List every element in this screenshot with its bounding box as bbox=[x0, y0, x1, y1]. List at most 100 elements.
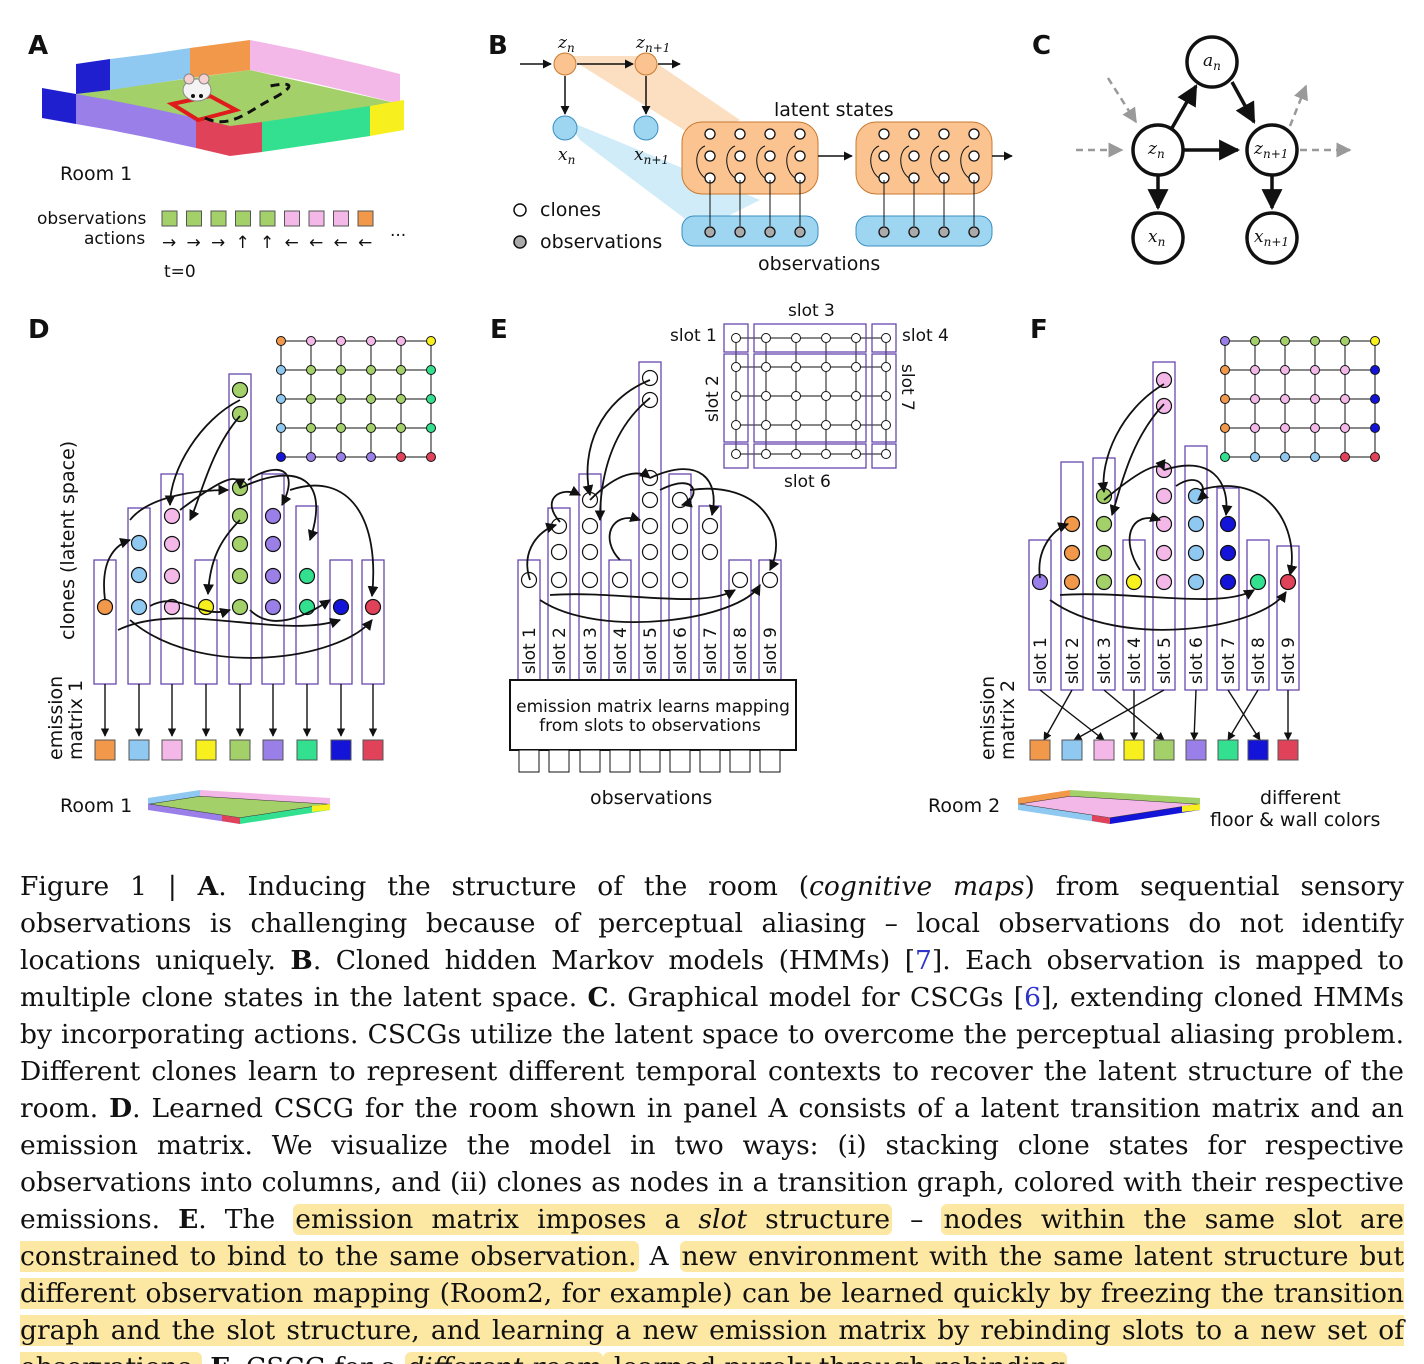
observation-square bbox=[259, 210, 276, 227]
clone-node bbox=[794, 128, 806, 140]
slot-box bbox=[723, 323, 749, 353]
caption-text: . CSCG for a bbox=[229, 1352, 405, 1364]
slot-box bbox=[871, 353, 897, 443]
d-clone-columns bbox=[93, 373, 385, 685]
grid-node bbox=[1340, 394, 1350, 404]
clone-node bbox=[671, 571, 689, 589]
action-arrow: ← bbox=[309, 233, 323, 253]
slot-label: slot 2 bbox=[550, 627, 570, 674]
clone-node bbox=[968, 128, 980, 140]
caption-text: ) from sequential sensory observations i… bbox=[20, 871, 1404, 976]
d-transition-grid bbox=[276, 336, 436, 462]
grid-node bbox=[1340, 336, 1350, 346]
grid-node bbox=[1280, 423, 1290, 433]
slot-box bbox=[723, 353, 749, 443]
clone-node bbox=[704, 150, 716, 162]
clone-node bbox=[1063, 573, 1081, 591]
c-xn: xn bbox=[1148, 227, 1165, 249]
observation-node bbox=[908, 226, 920, 238]
clone-node bbox=[671, 491, 689, 509]
e-observations-label: observations bbox=[590, 787, 712, 809]
clone-node bbox=[641, 491, 659, 509]
clone-arc bbox=[960, 145, 970, 179]
b-clone-nodes bbox=[696, 128, 980, 238]
clone-node bbox=[1155, 544, 1173, 562]
clones-axis-label: clones (latent space) bbox=[57, 441, 79, 640]
clone-node bbox=[908, 128, 920, 140]
clone-node bbox=[1219, 544, 1237, 562]
citation-link[interactable]: 6 bbox=[1024, 982, 1041, 1013]
emission-square bbox=[1217, 739, 1239, 761]
grid-node bbox=[1370, 365, 1380, 375]
observation-box bbox=[548, 749, 570, 773]
caption-text: . bbox=[1067, 1352, 1075, 1364]
observation-box bbox=[609, 749, 631, 773]
clone-arc bbox=[900, 145, 910, 179]
d-emission-label-1: emission bbox=[45, 676, 67, 760]
panel-b-label: B bbox=[488, 31, 508, 61]
caption-text: . Inducing the structure of the room ( bbox=[218, 871, 810, 902]
clone-node bbox=[231, 381, 249, 399]
slot-label: slot 6 bbox=[671, 627, 691, 674]
slot-label: slot 2 bbox=[1063, 637, 1083, 684]
slot-box bbox=[753, 443, 867, 469]
clone-node bbox=[581, 543, 599, 561]
emission-square bbox=[1123, 739, 1145, 761]
clone-node bbox=[641, 571, 659, 589]
clone-node bbox=[96, 598, 114, 616]
grid-node bbox=[1250, 394, 1260, 404]
emission-square bbox=[161, 739, 183, 761]
slot-label: slot 5 bbox=[1155, 637, 1175, 684]
panel-b: B zn zn+1 xn xn+1 latent states observat… bbox=[488, 31, 1013, 275]
grid-node bbox=[1220, 423, 1230, 433]
grid-node bbox=[396, 365, 406, 375]
clone-node bbox=[764, 128, 776, 140]
grid-node bbox=[366, 423, 376, 433]
clone-node bbox=[1219, 573, 1237, 591]
grid-node bbox=[761, 449, 771, 459]
d-room-thumbnail bbox=[147, 790, 331, 824]
clone-node bbox=[734, 128, 746, 140]
grid-node bbox=[1280, 394, 1290, 404]
clone-column bbox=[127, 507, 151, 685]
clone-column bbox=[194, 559, 218, 685]
citation-link[interactable]: 7 bbox=[915, 945, 932, 976]
observation-box bbox=[699, 749, 721, 773]
caption-text: A bbox=[638, 1241, 680, 1272]
c-zn: zn bbox=[1147, 139, 1165, 161]
clone-node bbox=[163, 507, 181, 525]
grid-node bbox=[1220, 365, 1230, 375]
grid-node bbox=[851, 391, 861, 401]
clone-node bbox=[1219, 515, 1237, 533]
clone-node bbox=[641, 517, 659, 535]
action-arrow: ← bbox=[285, 233, 299, 253]
grid-node bbox=[1310, 394, 1320, 404]
emission-square bbox=[195, 739, 217, 761]
legend-clones: clones bbox=[540, 199, 601, 221]
observation-node bbox=[794, 226, 806, 238]
emission-square bbox=[94, 739, 116, 761]
action-arrow: ↑ bbox=[260, 233, 274, 253]
grid-node bbox=[306, 336, 316, 346]
grid-node bbox=[881, 362, 891, 372]
slot-label: slot 4 bbox=[611, 627, 631, 674]
clone-node bbox=[734, 150, 746, 162]
panel-c: C an zn zn+1 xn xn+1 bbox=[1032, 31, 1352, 265]
action-arrow: ← bbox=[334, 233, 348, 253]
slot-box bbox=[871, 443, 897, 469]
e-slot-grid bbox=[723, 323, 897, 469]
observation-node bbox=[968, 226, 980, 238]
slot-label: slot 4 bbox=[1125, 637, 1145, 684]
grid-node bbox=[1250, 423, 1260, 433]
f-transition-grid bbox=[1220, 336, 1380, 462]
grid-node bbox=[1370, 336, 1380, 346]
clone-node bbox=[163, 598, 181, 616]
caption-text: . Learned CSCG for the room shown in pan… bbox=[20, 1093, 1404, 1235]
observation-square bbox=[284, 210, 300, 227]
clone-arc bbox=[756, 145, 766, 179]
observation-box bbox=[579, 749, 601, 773]
f-emission-label-1: emission bbox=[977, 676, 999, 760]
clone-node bbox=[130, 598, 148, 616]
